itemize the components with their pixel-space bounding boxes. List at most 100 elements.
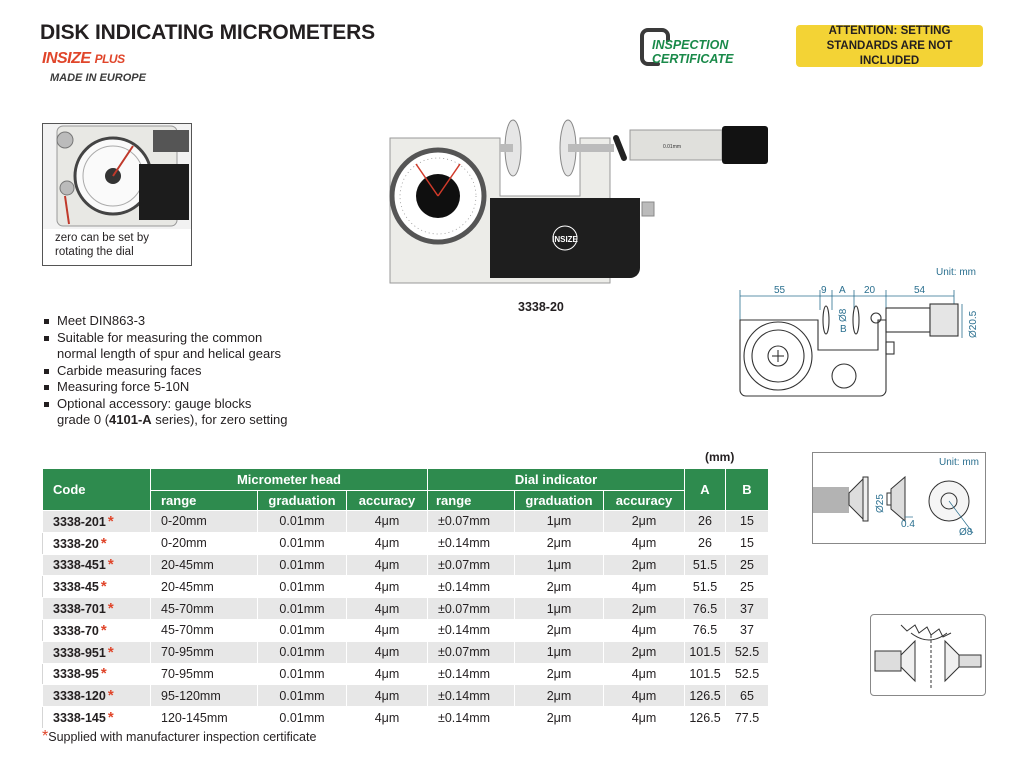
row-di-accuracy: 4μm bbox=[603, 531, 685, 555]
drawing-unit-label: Unit: mm bbox=[936, 267, 976, 278]
row-mh-graduation: 0.01mm bbox=[257, 575, 347, 599]
row-mh-range: 45-70mm bbox=[150, 618, 258, 642]
row-di-range: ±0.14mm bbox=[427, 531, 515, 555]
table-row: 3338-145* 120-145mm 0.01mm 4μm ±0.14mm 2… bbox=[42, 706, 769, 729]
dim-0-4: 0.4 bbox=[901, 519, 915, 530]
row-di-accuracy: 4μm bbox=[603, 575, 685, 599]
row-mh-accuracy: 4μm bbox=[346, 531, 428, 555]
row-di-graduation: 2μm bbox=[514, 618, 604, 642]
row-mh-graduation: 0.01mm bbox=[257, 662, 347, 686]
row-code: 3338-701* bbox=[42, 597, 151, 620]
col-dial-graduation: graduation bbox=[514, 490, 604, 511]
row-di-accuracy: 4μm bbox=[603, 662, 685, 686]
feature-item: Meet DIN863-3 bbox=[42, 313, 362, 330]
sleeve-text: 0.01mm bbox=[663, 144, 681, 150]
dimension-drawing: 55 9 A 20 54 Ø8 B Ø20.5 bbox=[736, 280, 986, 402]
table-row: 3338-951* 70-95mm 0.01mm 4μm ±0.07mm 1μm… bbox=[42, 640, 769, 664]
row-di-range: ±0.14mm bbox=[427, 575, 515, 599]
dial-closeup-image bbox=[43, 124, 191, 229]
feature-item: Measuring force 5-10N bbox=[42, 379, 362, 396]
row-di-accuracy: 2μm bbox=[603, 640, 685, 664]
dim-20: 20 bbox=[864, 285, 876, 296]
col-head-range: range bbox=[150, 490, 258, 511]
table-row: 3338-451* 20-45mm 0.01mm 4μm ±0.07mm 1μm… bbox=[42, 553, 769, 577]
row-mh-range: 20-45mm bbox=[150, 575, 258, 599]
row-di-accuracy: 4μm bbox=[603, 706, 685, 729]
dim-d20-5: Ø20.5 bbox=[968, 310, 979, 338]
row-code: 3338-120* bbox=[42, 684, 151, 708]
specification-table: Code Micrometer head Dial indicator A B … bbox=[42, 468, 769, 729]
row-mh-accuracy: 4μm bbox=[346, 706, 428, 729]
row-code: 3338-70* bbox=[42, 618, 151, 642]
row-mh-accuracy: 4μm bbox=[346, 640, 428, 664]
col-dial-range: range bbox=[427, 490, 515, 511]
row-a: 26 bbox=[684, 510, 726, 533]
footnote-text: Supplied with manufacturer inspection ce… bbox=[48, 730, 317, 744]
row-b: 52.5 bbox=[725, 662, 769, 686]
col-b: B bbox=[725, 468, 769, 511]
row-code: 3338-95* bbox=[42, 662, 151, 686]
row-b: 37 bbox=[725, 597, 769, 620]
micrometer-product-image: INSIZE 0.01mm bbox=[380, 118, 770, 288]
dim-b: B bbox=[840, 324, 847, 335]
footnote-star: * bbox=[42, 728, 49, 745]
row-mh-accuracy: 4μm bbox=[346, 510, 428, 533]
row-mh-graduation: 0.01mm bbox=[257, 597, 347, 620]
col-a: A bbox=[684, 468, 726, 511]
table-row: 3338-95* 70-95mm 0.01mm 4μm ±0.14mm 2μm … bbox=[42, 662, 769, 686]
col-head-accuracy: accuracy bbox=[346, 490, 428, 511]
attention-line1: ATTENTION: SETTING bbox=[828, 24, 951, 37]
inset-caption-line2: rotating the dial bbox=[55, 246, 134, 258]
feature-text-line2-a: grade 0 ( bbox=[57, 412, 110, 427]
row-a: 126.5 bbox=[684, 706, 726, 729]
row-mh-accuracy: 4μm bbox=[346, 684, 428, 708]
row-mh-range: 0-20mm bbox=[150, 510, 258, 533]
row-a: 126.5 bbox=[684, 684, 726, 708]
feature-text: Measuring force 5-10N bbox=[57, 379, 190, 394]
col-head-graduation: graduation bbox=[257, 490, 347, 511]
row-di-graduation: 2μm bbox=[514, 684, 604, 708]
row-a: 76.5 bbox=[684, 618, 726, 642]
row-a: 26 bbox=[684, 531, 726, 555]
row-a: 101.5 bbox=[684, 640, 726, 664]
row-a: 51.5 bbox=[684, 575, 726, 599]
zero-setting-inset: zero can be set by rotating the dial bbox=[42, 123, 192, 266]
product-logo-text: INSIZE bbox=[552, 235, 578, 244]
row-di-accuracy: 4μm bbox=[603, 684, 685, 708]
row-a: 51.5 bbox=[684, 553, 726, 577]
feature-text-line2-b: series), for zero setting bbox=[151, 412, 288, 427]
row-di-range: ±0.14mm bbox=[427, 662, 515, 686]
dim-d8: Ø8 bbox=[959, 527, 973, 538]
row-mh-accuracy: 4μm bbox=[346, 553, 428, 577]
row-di-graduation: 2μm bbox=[514, 531, 604, 555]
row-mh-range: 45-70mm bbox=[150, 597, 258, 620]
certificate-line1: INSPECTION bbox=[652, 38, 729, 52]
dim-a: A bbox=[839, 285, 846, 296]
col-code: Code bbox=[42, 468, 151, 511]
row-code: 3338-45* bbox=[42, 575, 151, 599]
dim-d8: Ø8 bbox=[838, 308, 849, 322]
row-b: 25 bbox=[725, 553, 769, 577]
footnote: *Supplied with manufacturer inspection c… bbox=[42, 728, 316, 746]
row-mh-accuracy: 4μm bbox=[346, 575, 428, 599]
disk-drawing-unit: Unit: mm bbox=[939, 457, 979, 468]
certificate-icon bbox=[640, 28, 670, 66]
row-b: 77.5 bbox=[725, 706, 769, 729]
feature-text-bold: 4101-A bbox=[109, 412, 152, 427]
row-code: 3338-951* bbox=[42, 640, 151, 664]
dim-9: 9 bbox=[821, 285, 827, 296]
table-row: 3338-45* 20-45mm 0.01mm 4μm ±0.14mm 2μm … bbox=[42, 575, 769, 599]
row-b: 15 bbox=[725, 531, 769, 555]
row-code: 3338-451* bbox=[42, 553, 151, 577]
row-b: 25 bbox=[725, 575, 769, 599]
col-dial-accuracy: accuracy bbox=[603, 490, 685, 511]
table-unit-note: (mm) bbox=[705, 450, 735, 464]
feature-list: Meet DIN863-3 Suitable for measuring the… bbox=[42, 313, 362, 429]
feature-text: Meet DIN863-3 bbox=[57, 313, 146, 328]
col-group-dial-indicator: Dial indicator bbox=[427, 468, 685, 491]
